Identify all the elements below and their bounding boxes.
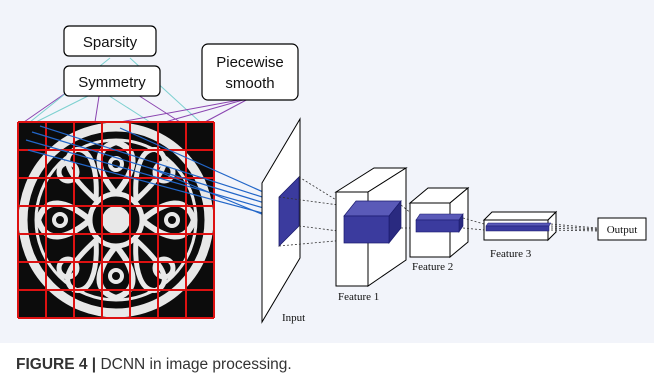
output-box: Output: [597, 217, 647, 241]
caption-prefix: FIGURE 4 |: [16, 356, 97, 373]
feature1-label: Feature 1: [338, 291, 379, 303]
dashed-links-1: [278, 176, 347, 247]
prior-symmetry: Symmetry: [63, 65, 161, 97]
feature2-label: Feature 2: [412, 261, 453, 273]
feature2-block: Feature 2: [408, 186, 470, 273]
receptive-field-arrows: [25, 125, 283, 224]
figure-caption: FIGURE 4 | DCNN in image processing.: [16, 356, 292, 374]
feature3-label: Feature 3: [490, 248, 532, 260]
feature3-block: Feature 3: [482, 210, 558, 260]
prior-piecewise-label-line1: Piecewise: [216, 54, 284, 71]
dcnn-diagram: Sparsity Symmetry Piecewise smooth: [17, 25, 647, 324]
prior-sparsity-label: Sparsity: [83, 34, 138, 51]
input-image: [17, 121, 215, 319]
input-plane: Input: [261, 117, 305, 324]
caption-text: DCNN in image processing.: [96, 356, 292, 373]
output-label: Output: [607, 224, 638, 236]
dashed-links-4: [550, 223, 599, 232]
prior-piecewise-label-line2: smooth: [225, 75, 274, 92]
prior-symmetry-label: Symmetry: [78, 74, 146, 91]
prior-piecewise-smooth: Piecewise smooth: [201, 43, 299, 101]
dashed-links-3: [462, 217, 485, 231]
input-label: Input: [282, 312, 305, 324]
feature1-block: Feature 1: [334, 167, 408, 303]
prior-sparsity: Sparsity: [63, 25, 157, 57]
